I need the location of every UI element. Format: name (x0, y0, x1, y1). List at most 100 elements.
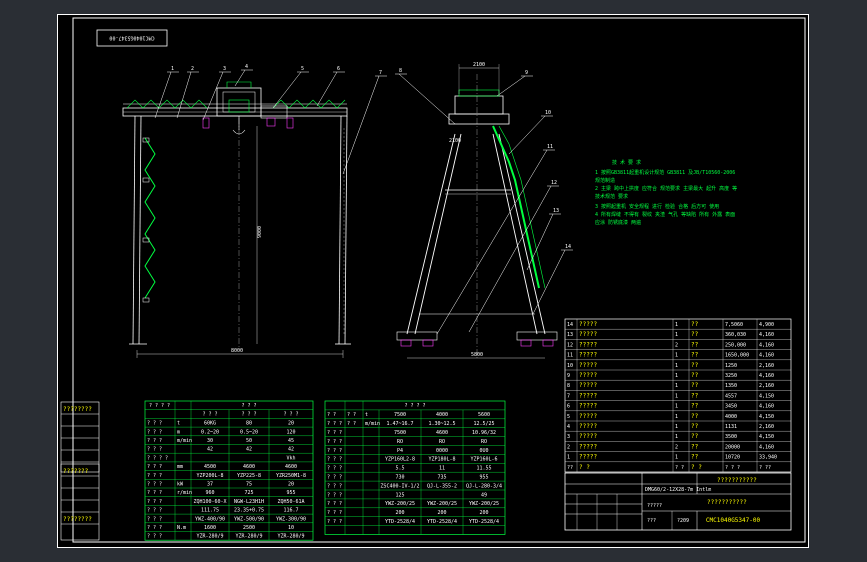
parts-cell: ?? (691, 341, 699, 348)
callout-leader (468, 185, 552, 333)
table-cell: QJ-L-280-3/4 (466, 483, 502, 489)
parts-cell: 10 (567, 363, 573, 369)
table-cell: 200 (437, 510, 446, 516)
table-cell: 125 (395, 492, 404, 498)
notes-line-3: 2 主梁 跨中上拱度 应符合 规范要求 主梁最大 起升 高度 等 (595, 185, 737, 192)
parts-cell: ?? (691, 382, 699, 389)
callout-leader (234, 69, 246, 87)
notes-heading: 技 术 要 求 (612, 159, 641, 166)
table-cell: RO (481, 439, 487, 445)
table-cell: YWZ-500/90 (234, 516, 264, 522)
parts-cell: 4,160 (759, 353, 774, 359)
table-cell: ? ? ? (147, 534, 162, 540)
table-cell: YWZ-200/25 (427, 501, 457, 507)
parts-cell: 4 (567, 424, 570, 430)
table-cell: ? ? (327, 412, 336, 418)
table-cell: 0000 (436, 448, 448, 454)
table-cell: 75 (246, 482, 252, 488)
table-cell: 42 (246, 447, 252, 453)
drawing-number: CMC1040G5347-00 (109, 35, 154, 41)
parts-cell: 7,5060 (725, 322, 743, 328)
callout-number: 12 (551, 180, 557, 186)
callout-leader (532, 249, 566, 315)
callout-leader (398, 73, 456, 125)
callout-leader (436, 149, 548, 335)
notes-line-4: 技术规范 要求 (595, 193, 628, 200)
parts-cell: ?? (567, 465, 573, 471)
parts-cell: 1 (675, 353, 678, 359)
table-cell: 4600 (243, 464, 255, 470)
table-cell: 50 (246, 438, 252, 444)
table-subheader-cell: ? ? ? (241, 412, 256, 418)
table-cell: 80 (246, 421, 252, 427)
table-cell: YTD-2528/4 (427, 519, 457, 525)
table-subheader-cell: ? ? ? (283, 412, 298, 418)
parts-cell: ?? (691, 433, 699, 440)
table-cell: ZQH100-60-X (193, 499, 226, 505)
table-cell: 730 (395, 475, 404, 481)
table-cell: 10.96/32 (472, 430, 496, 436)
notes-line-2: 规范制造 (595, 177, 615, 184)
notes-line-7: 应涂 防锈底漆 两遍 (595, 219, 641, 226)
parts-cell: 4000 (725, 414, 737, 420)
drawing-sheet: CMC1040G5347-00 ???????? ??????? ???????… (57, 14, 809, 548)
margin-label-1: ???????? (63, 406, 92, 413)
table-cell: 200 (479, 510, 488, 516)
callout-leader (342, 75, 380, 175)
table-cell: 4600 (436, 430, 448, 436)
parts-cell: 4,150 (759, 393, 774, 399)
table-cell: ? ? ? (327, 457, 342, 463)
title-date-code: ?209 (677, 518, 689, 524)
table-cell: YWZ-300/90 (276, 516, 306, 522)
table-cell: ? ? ? (147, 508, 162, 514)
table-cell: 200 (395, 510, 404, 516)
parts-cell: 1350 (725, 383, 737, 389)
parts-cell: ????? (579, 352, 597, 359)
parts-cell: 1 (675, 332, 678, 338)
parts-cell: 1 (567, 455, 570, 461)
parts-cell: ?? (691, 443, 699, 450)
table-cell: YTD-2528/4 (469, 519, 499, 525)
parts-cell: 1650,000 (725, 353, 749, 359)
parts-cell: ?? (691, 331, 699, 338)
parts-cell: 1 (675, 383, 678, 389)
table-cell: ? ? ? (327, 439, 342, 445)
callout-leader (526, 213, 554, 271)
table-cell: t (177, 421, 180, 427)
drawing-canvas[interactable]: CMC1040G5347-00 ???????? ??????? ???????… (57, 14, 809, 548)
parts-cell: 11 (567, 353, 573, 359)
table-cell: 4600 (285, 464, 297, 470)
table-cell: YZR-280/9 (235, 534, 262, 540)
parts-cell: ????? (579, 433, 597, 440)
table-cell: 0.5~20 (240, 429, 258, 435)
parts-cell: 1 (675, 414, 678, 420)
parts-cell: 3 (567, 434, 570, 440)
table-cell: Vkh (286, 455, 295, 461)
parts-cell: 33,940 (759, 455, 777, 461)
table-cell: N.m (177, 525, 186, 531)
callout-number: 2 (191, 66, 194, 72)
parts-cell: ? ?? (759, 465, 771, 471)
parts-cell: ?? (691, 454, 699, 461)
parts-cell: ????? (579, 413, 597, 420)
table-frame (324, 400, 506, 535)
parts-cell: 2,160 (759, 424, 774, 430)
table-cell: 49 (481, 492, 487, 498)
parts-cell: 250,000 (725, 342, 746, 348)
drawing-number-box: CMC1040G5347-00 (96, 29, 168, 47)
table-cell: RO (439, 439, 445, 445)
parts-cell: 6 (567, 404, 570, 410)
parts-cell: 360,030 (725, 332, 746, 338)
table-cell: ? ? ? (327, 475, 342, 481)
table-cell: ? ? ? (147, 473, 162, 479)
parts-cell: 4,160 (759, 332, 774, 338)
table-cell: ? ? ? (147, 447, 162, 453)
parts-cell: 2,160 (759, 383, 774, 389)
parts-cell: 2 (567, 444, 570, 450)
table-cell: 20 (288, 482, 294, 488)
table-cell: ? ? ? (147, 429, 162, 435)
parts-cell: ?? (691, 423, 699, 430)
parts-cell: 2,160 (759, 363, 774, 369)
